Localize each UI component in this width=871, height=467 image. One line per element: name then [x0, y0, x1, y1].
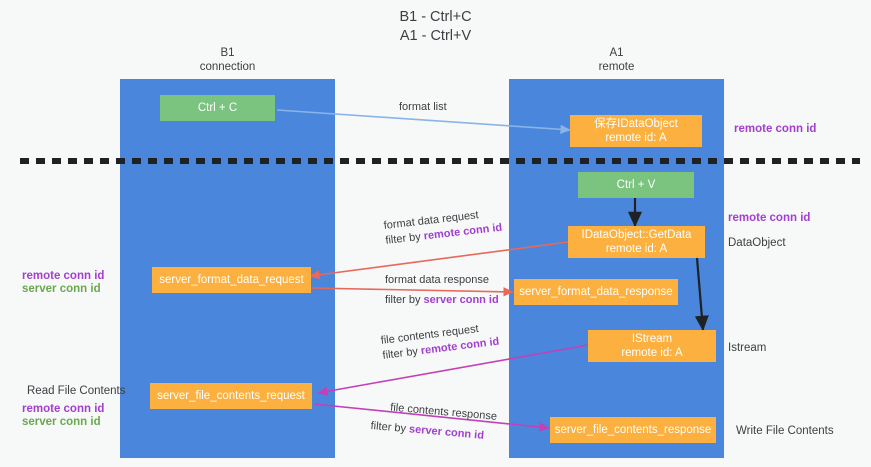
box-ctrl-c[interactable]: Ctrl + C	[160, 95, 275, 121]
box-server-file-contents-response[interactable]: server_file_contents_response	[550, 417, 716, 443]
left-label-remote-conn-id: remote conn id	[22, 270, 105, 282]
box-ctrl-v[interactable]: Ctrl + V	[578, 172, 694, 198]
column-header-a1-role: remote	[598, 61, 635, 73]
box-ctrl-c-label: Ctrl + C	[197, 102, 238, 114]
edge-label-format-data-request: format data request filter by remote con…	[383, 206, 503, 249]
edge-label-file-contents-request: file contents request filter by remote c…	[380, 320, 500, 364]
edge-label-file-contents-response: file contents response filter by server …	[370, 399, 498, 445]
box-save-idataobject[interactable]: 保存IDataObject remote id: A	[570, 115, 702, 147]
title-line-1: B1 - Ctrl+C	[399, 9, 472, 25]
column-header-b1-name: B1	[220, 47, 235, 59]
box-istream[interactable]: IStream remote id: A	[588, 330, 716, 362]
column-header-a1: A1 remote	[509, 46, 724, 74]
box-idataobject-getdata-line1: IDataObject::GetData	[581, 229, 692, 241]
box-save-idataobject-line1: 保存IDataObject	[594, 118, 678, 130]
edge-label-format-data-response-line1: format data response	[385, 274, 489, 286]
box-save-idataobject-line2: remote id: A	[605, 132, 667, 144]
column-header-b1: B1 connection	[120, 46, 335, 74]
left-label-read-file-contents: Read File Contents	[27, 385, 126, 397]
box-idataobject-getdata[interactable]: IDataObject::GetData remote id: A	[568, 226, 705, 258]
box-ctrl-v-label: Ctrl + V	[616, 179, 656, 191]
column-header-a1-name: A1	[609, 47, 624, 59]
filter-prefix: filter by	[381, 345, 422, 362]
right-label-remote-conn-id-top: remote conn id	[734, 123, 817, 135]
right-label-remote-conn-id-mid: remote conn id	[728, 212, 811, 224]
box-server-format-data-request-label: server_format_data_request	[159, 274, 304, 286]
right-label-write-file-contents: Write File Contents	[736, 425, 834, 437]
box-server-file-contents-request-label: server_file_contents_request	[157, 390, 305, 402]
column-header-b1-role: connection	[199, 61, 256, 73]
title-line-2: A1 - Ctrl+V	[399, 28, 472, 44]
filter-prefix: filter by	[370, 419, 410, 436]
edge-label-format-data-response: format data response filter by server co…	[385, 273, 499, 308]
box-server-file-contents-response-label: server_file_contents_response	[554, 424, 712, 436]
right-label-istream: Istream	[728, 342, 767, 354]
box-server-format-data-response-label: server_format_data_response	[519, 286, 673, 298]
left-label-server-conn-id: server conn id	[22, 283, 101, 295]
box-istream-line2: remote id: A	[621, 347, 683, 359]
right-label-dataobject: DataObject	[728, 237, 786, 249]
page-title: B1 - Ctrl+C A1 - Ctrl+V	[0, 8, 871, 46]
box-istream-line1: IStream	[631, 333, 673, 345]
edge-label-format-list: format list	[399, 101, 447, 113]
box-server-file-contents-request[interactable]: server_file_contents_request	[150, 383, 312, 409]
filter-key-server-conn-id: server conn id	[423, 294, 499, 306]
filter-prefix: filter by	[385, 294, 424, 306]
left-label-remote-conn-id-2: remote conn id	[22, 403, 105, 415]
left-label-server-conn-id-2: server conn id	[22, 416, 101, 428]
filter-prefix: filter by	[384, 230, 425, 247]
box-idataobject-getdata-line2: remote id: A	[605, 243, 668, 255]
filter-key-server-conn-id: server conn id	[408, 423, 485, 442]
box-server-format-data-request[interactable]: server_format_data_request	[152, 267, 311, 293]
edge-label-format-data-response-line2: filter by server conn id	[385, 293, 499, 308]
box-server-format-data-response[interactable]: server_format_data_response	[514, 279, 678, 305]
